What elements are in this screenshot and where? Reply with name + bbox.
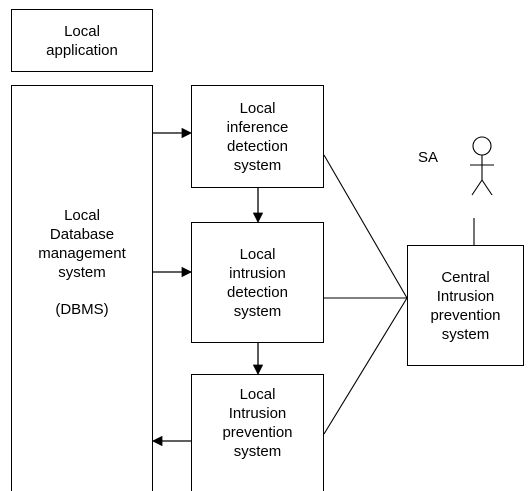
line-inference-to-central xyxy=(323,154,408,299)
node-label-line: system xyxy=(58,264,106,281)
local-intrusion-detection-box: Local intrusion detection system xyxy=(191,222,324,343)
node-label-line: application xyxy=(46,41,118,59)
actor-label: SA xyxy=(418,149,439,166)
node-label-line: system xyxy=(441,325,490,343)
node-label-line: system xyxy=(233,443,282,460)
dbms-box: Local Database management system (DBMS) xyxy=(11,85,153,491)
local-inference-detection-box: Local inference detection system xyxy=(191,85,324,188)
node-label-line: prevention xyxy=(430,306,501,324)
node-label-line: Local xyxy=(64,207,100,224)
central-intrusion-prevention-box: Central Intrusion prevention system xyxy=(407,245,524,366)
node-label-line: Database xyxy=(49,226,115,243)
node-label-line: management xyxy=(38,245,126,262)
node-label-line: prevention xyxy=(222,424,293,441)
node-label-line: intrusion xyxy=(229,264,286,282)
node-label-line: system xyxy=(233,156,282,174)
node-label-line: Intrusion xyxy=(436,287,495,305)
local-application-box: Local application xyxy=(11,9,153,72)
line-prevention-to-central xyxy=(323,297,408,435)
node-label-line: Central xyxy=(441,268,490,286)
node-label-line: detection xyxy=(227,283,288,301)
stick-figure-icon xyxy=(470,136,494,196)
local-intrusion-prevention-box: Local Intrusion prevention system xyxy=(191,374,324,491)
node-label-line: Local xyxy=(64,22,100,40)
dbms-abbreviation: (DBMS) xyxy=(55,301,109,318)
node-label-line: Intrusion xyxy=(228,405,287,422)
node-label-line: Local xyxy=(239,386,276,403)
node-label-line: Local xyxy=(239,99,276,117)
node-label-line: inference xyxy=(226,118,289,136)
node-label-line: detection xyxy=(227,137,288,155)
node-label-line: system xyxy=(233,302,282,320)
node-label-line: Local xyxy=(239,245,276,263)
